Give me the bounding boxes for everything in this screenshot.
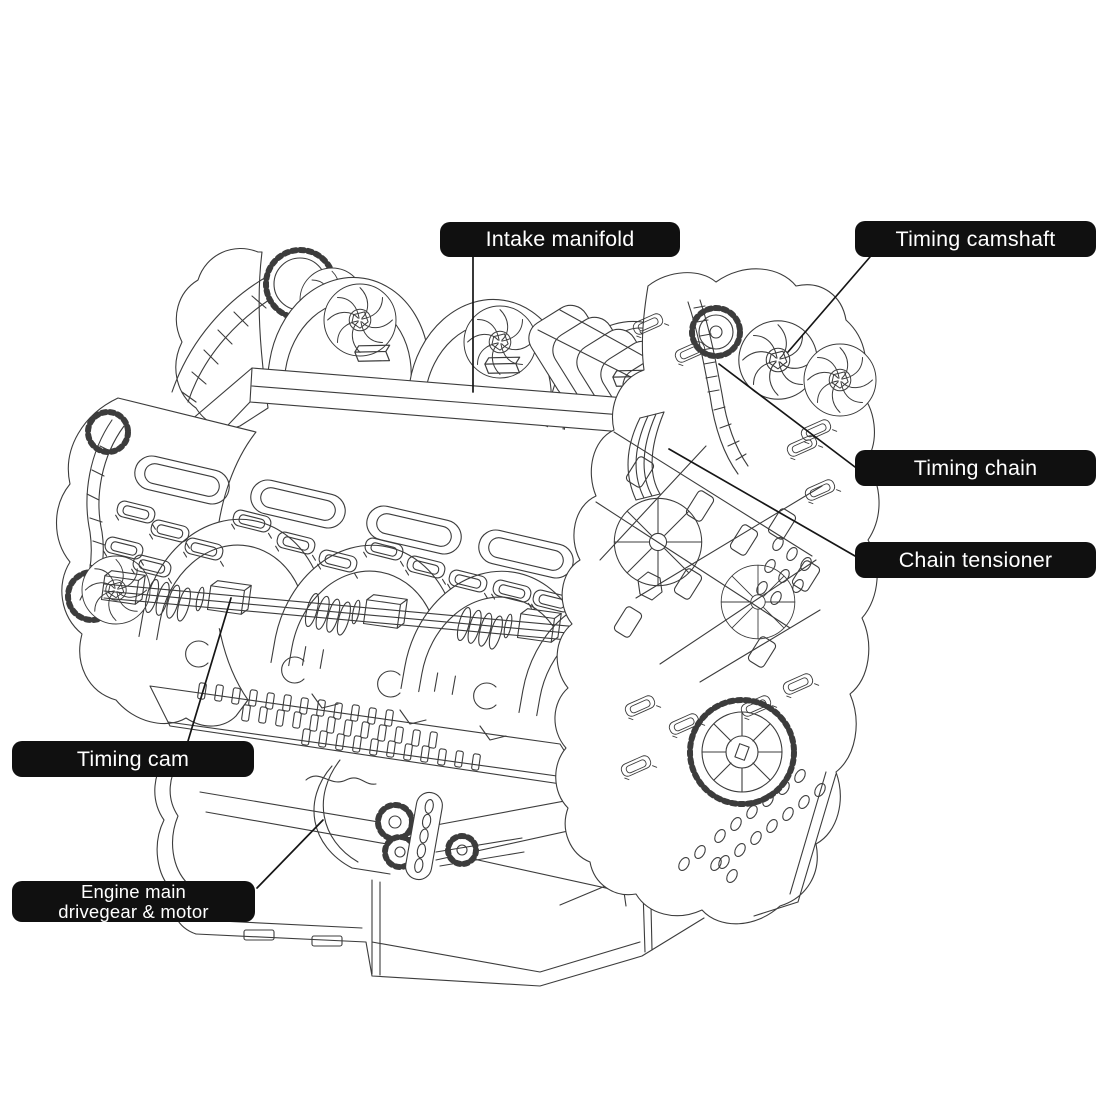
callout-timing-chain: Timing chain	[855, 450, 1096, 486]
leader-line-engine-main-drivegear	[256, 819, 324, 889]
camshaft-sprocket	[689, 305, 743, 359]
callout-label: Chain tensioner	[898, 547, 1053, 572]
leader-line-timing-cam	[187, 597, 232, 742]
timing-cover-plate	[554, 268, 880, 925]
callout-label: Intake manifold	[485, 227, 635, 251]
leader-lines	[187, 256, 871, 889]
leader-line-chain-tensioner	[668, 448, 856, 557]
mounting-foot	[676, 767, 837, 917]
motor-drivegear	[305, 759, 525, 881]
callout-timing-cam: Timing cam	[12, 741, 254, 777]
callout-label: Timing chain	[913, 455, 1038, 480]
callout-intake-manifold: Intake manifold	[440, 222, 680, 257]
timing-chain-right	[687, 299, 749, 475]
leader-line-timing-camshaft	[787, 256, 871, 353]
callout-label-line1: Engine main	[80, 881, 187, 902]
callout-label: Timing camshaft	[895, 226, 1056, 251]
callout-timing-camshaft: Timing camshaft	[855, 221, 1096, 257]
leader-line-timing-chain	[718, 363, 856, 468]
crank-gear-boss	[687, 697, 797, 807]
timing-chain-left	[65, 409, 151, 625]
callout-label: Timing cam	[76, 746, 190, 771]
callout-engine-main-drivegear-motor: Engine main drivegear & motor	[12, 881, 255, 922]
callout-label-line2: drivegear & motor	[58, 900, 209, 922]
truss-lattice	[595, 431, 823, 683]
chain-tensioner-guide	[627, 411, 665, 501]
engine-assembly	[55, 247, 880, 987]
callout-chain-tensioner: Chain tensioner	[855, 542, 1096, 578]
